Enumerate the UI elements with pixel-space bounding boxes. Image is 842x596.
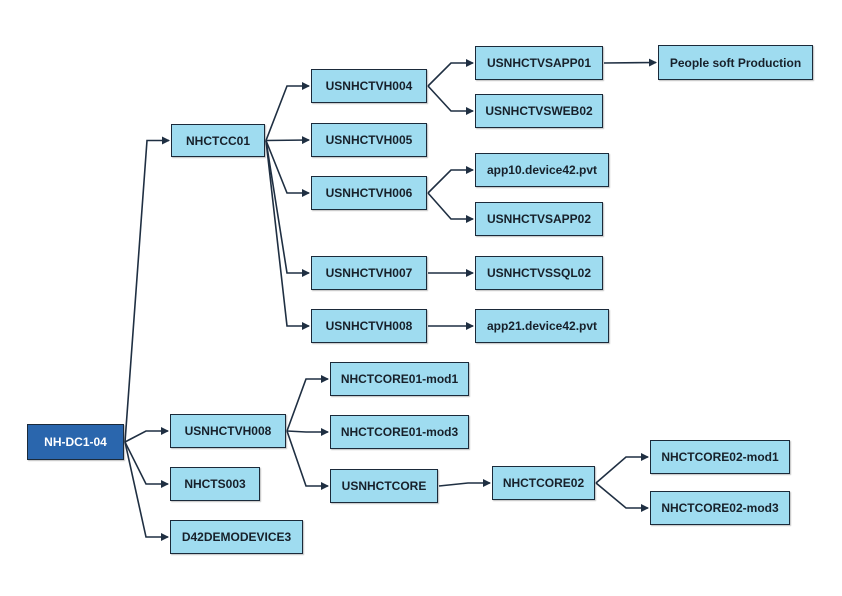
edge-usnhctvh004-to-usnhctvsweb02 xyxy=(427,85,474,115)
node-usnhctvssql02[interactable]: USNHCTVSSQL02 xyxy=(475,256,603,290)
node-usnhctvh005[interactable]: USNHCTVH005 xyxy=(311,123,427,157)
node-label: USNHCTVH006 xyxy=(325,186,413,200)
node-usnhctvh007[interactable]: USNHCTVH007 xyxy=(311,256,427,290)
edge-nhctcc01-to-usnhctvh005 xyxy=(265,136,310,145)
node-usnhctvsapp02[interactable]: USNHCTVSAPP02 xyxy=(475,202,603,236)
node-usnhctvsweb02[interactable]: USNHCTVSWEB02 xyxy=(475,94,603,128)
edge-usnhctvsapp01-to-people_soft_production xyxy=(603,58,657,67)
node-label: USNHCTCORE xyxy=(341,479,427,493)
edge-usnhctvh008_b-to-nhctcore01_mod1 xyxy=(286,375,329,432)
node-label: USNHCTVH005 xyxy=(325,133,413,147)
node-label: NHCTCC01 xyxy=(185,133,250,148)
edge-nh_dc1_04-to-nhctcc01 xyxy=(124,136,170,443)
edge-nhctcore02-to-nhctcore02_mod3 xyxy=(595,482,649,512)
node-people-soft-production[interactable]: People soft Production xyxy=(658,45,813,80)
edge-nh_dc1_04-to-nhcts003 xyxy=(124,441,169,488)
node-label: USNHCTVSAPP02 xyxy=(486,212,592,226)
node-nhctcore02-mod3[interactable]: NHCTCORE02-mod3 xyxy=(650,491,790,525)
node-label: NHCTCORE02-mod1 xyxy=(661,450,779,464)
edge-usnhctvh008_b-to-nhctcore01_mod3 xyxy=(286,428,329,436)
edge-usnhctvh004-to-usnhctvsapp01 xyxy=(427,59,474,87)
node-usnhctvh008-vm-host[interactable]: USNHCTVH008 xyxy=(311,309,427,343)
node-label: USNHCTVH007 xyxy=(325,266,413,280)
node-label: D42DEMODEVICE3 xyxy=(181,530,292,544)
node-usnhctvsapp01[interactable]: USNHCTVSAPP01 xyxy=(475,46,603,80)
edge-usnhctvh006-to-app10_device42 xyxy=(427,166,474,194)
edge-nhctcc01-to-usnhctvh004 xyxy=(265,82,310,141)
edge-nhctcc01-to-usnhctvh006 xyxy=(265,140,310,197)
node-label: app10.device42.pvt xyxy=(486,163,598,177)
node-nhctcore01-mod1[interactable]: NHCTCORE01-mod1 xyxy=(330,362,469,396)
node-label: app21.device42.pvt xyxy=(486,319,598,333)
node-d42demodevice3[interactable]: D42DEMODEVICE3 xyxy=(170,520,303,554)
node-label: USNHCTVSAPP01 xyxy=(486,56,592,70)
edge-nh_dc1_04-to-d42demodevice3 xyxy=(124,441,169,541)
node-label: NHCTCORE01-mod3 xyxy=(340,425,459,439)
node-nhcts003[interactable]: NHCTS003 xyxy=(170,467,260,501)
node-usnhctvh004[interactable]: USNHCTVH004 xyxy=(311,69,427,103)
node-label: People soft Production xyxy=(669,55,802,70)
edge-nhctcc01-to-usnhctvh007 xyxy=(265,140,310,277)
node-nhctcore01-mod3[interactable]: NHCTCORE01-mod3 xyxy=(330,415,469,449)
node-label: USNHCTVH008 xyxy=(184,424,272,438)
node-label: NH-DC1-04 xyxy=(44,435,107,449)
edge-nh_dc1_04-to-usnhctvh008_b xyxy=(124,427,169,443)
edge-nhctcore02-to-nhctcore02_mod1 xyxy=(595,453,649,484)
node-label: NHCTS003 xyxy=(184,477,246,491)
edge-usnhctcore-to-nhctcore02 xyxy=(438,479,491,487)
node-label: USNHCTVSWEB02 xyxy=(485,104,593,118)
edge-usnhctvh006-to-usnhctvsapp02 xyxy=(427,192,474,223)
node-label: USNHCTVH008 xyxy=(325,319,413,333)
node-nhctcc01[interactable]: NHCTCC01 xyxy=(171,124,265,157)
node-label: NHCTCORE01-mod1 xyxy=(340,372,459,386)
node-nhctcore02[interactable]: NHCTCORE02 xyxy=(492,466,595,500)
node-nhctcore02-mod1[interactable]: NHCTCORE02-mod1 xyxy=(650,440,790,474)
edge-nhctcc01-to-usnhctvh008_a xyxy=(265,140,310,330)
node-usnhctvh008[interactable]: USNHCTVH008 xyxy=(170,414,286,448)
node-usnhctcore[interactable]: USNHCTCORE xyxy=(330,469,438,503)
node-app21-device42-pvt[interactable]: app21.device42.pvt xyxy=(475,309,609,343)
node-usnhctvh006[interactable]: USNHCTVH006 xyxy=(311,176,427,210)
node-label: NHCTCORE02 xyxy=(502,476,585,490)
node-label: NHCTCORE02-mod3 xyxy=(661,501,779,515)
edge-usnhctvh008_b-to-usnhctcore xyxy=(286,430,329,490)
node-label: USNHCTVSSQL02 xyxy=(486,266,592,280)
node-nh-dc1-04[interactable]: NH-DC1-04 xyxy=(27,424,124,460)
node-label: USNHCTVH004 xyxy=(325,79,413,93)
node-app10-device42-pvt[interactable]: app10.device42.pvt xyxy=(475,153,609,187)
